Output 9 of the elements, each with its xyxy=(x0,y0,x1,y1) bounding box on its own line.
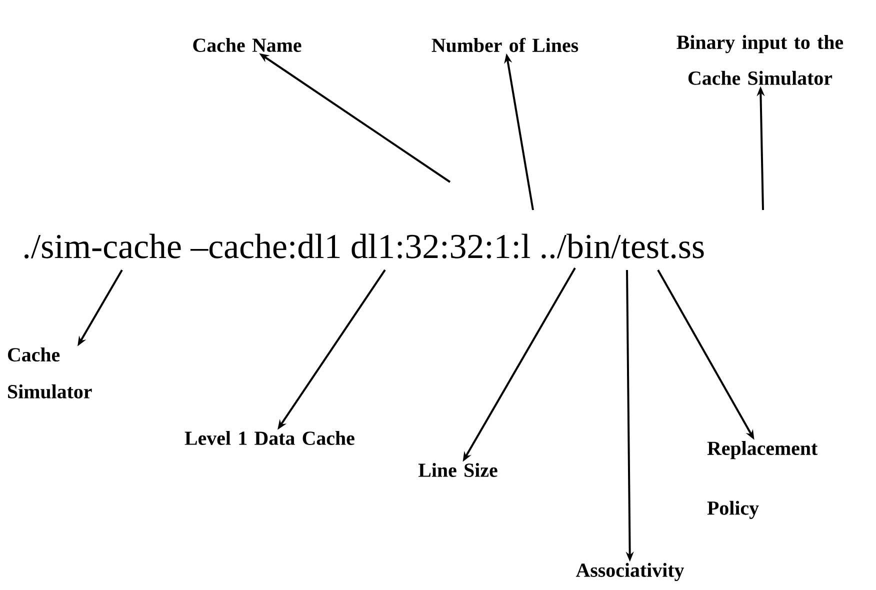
callout-label: Line Size xyxy=(418,462,498,477)
callout-label: Number of Lines xyxy=(432,38,578,52)
callout-label: Cache Simulator xyxy=(8,348,92,398)
callout-label: Associativity xyxy=(576,562,684,582)
callout-label: Cache Name xyxy=(193,38,302,52)
callout-label: Binary input to the Cache Simulator xyxy=(676,35,844,85)
command-text: ./sim-cache –cache:dl1 dl1:32:32:1:l ../bin/test.ss xyxy=(24,234,704,258)
callout-label: Level 1 Data Cache xyxy=(184,430,354,445)
callout-label: Replacement Policy xyxy=(707,441,818,519)
